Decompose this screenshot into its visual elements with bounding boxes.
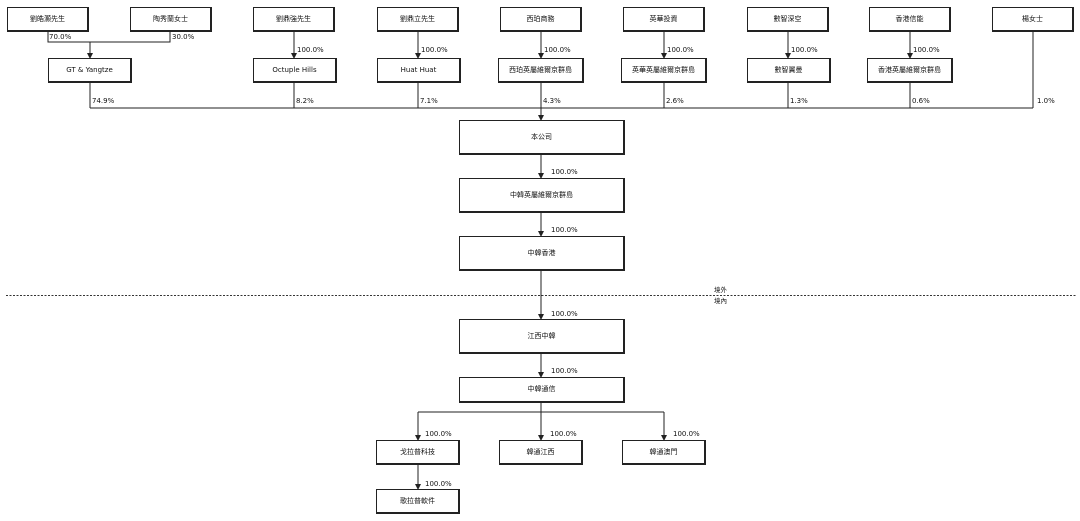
shareholder-label: 劉鼎立先生 bbox=[400, 14, 435, 23]
pct-tongxin-to-jiangxi-sub: 100.0% bbox=[550, 430, 577, 438]
pct-xibo-to-bvi: 100.0% bbox=[544, 46, 571, 54]
entity-company: 本公司 bbox=[459, 120, 625, 155]
pct-octuple-to-company: 8.2% bbox=[296, 97, 314, 105]
pct-gt-to-company: 74.9% bbox=[92, 97, 115, 105]
shareholder-hk-xinneng: 香港信能 bbox=[869, 7, 951, 32]
entity-gt-yangtze: GT & Yangtze bbox=[48, 58, 132, 83]
shareholder-label: 西珀商務 bbox=[526, 14, 555, 23]
pct-xibo-bvi-to-company: 4.3% bbox=[543, 97, 561, 105]
holding-drop-lines bbox=[89, 31, 1034, 108]
subsidiary-bus-line bbox=[418, 402, 664, 413]
shareholder-label: 英華投資 bbox=[649, 14, 678, 23]
pct-jiyi-to-company: 1.3% bbox=[790, 97, 808, 105]
pct-shuzhi-to-jiyi: 100.0% bbox=[791, 46, 818, 54]
pct-gelapu-to-software: 100.0% bbox=[425, 480, 452, 488]
shareholder-label: 楊女士 bbox=[1022, 14, 1043, 23]
shareholder-tao-xiulan: 陶秀蘭女士 bbox=[130, 7, 212, 32]
pct-liu-dingqiang-to-octuple: 100.0% bbox=[297, 46, 324, 54]
shareholder-liu-dingli: 劉鼎立先生 bbox=[377, 7, 459, 32]
shareholder-yinghua-invest: 英華投資 bbox=[623, 7, 705, 32]
shareholder-shuzhi-shenkong: 數智深空 bbox=[747, 7, 829, 32]
shareholder-liu-dingqiang: 劉鼎強先生 bbox=[253, 7, 335, 32]
pct-yinghua-to-bvi: 100.0% bbox=[667, 46, 694, 54]
zone-label-onshore: 境內 bbox=[714, 297, 727, 305]
entity-zhonghan-bvi: 中韓英屬維爾京群島 bbox=[459, 178, 625, 213]
shareholder-label: 劉皓灝先生 bbox=[30, 14, 65, 23]
entity-zhonghan-tongxin: 中韓通信 bbox=[459, 377, 625, 403]
entity-label: 本公司 bbox=[531, 132, 552, 141]
entity-label: 西珀英屬維爾京群島 bbox=[509, 65, 572, 74]
entity-jiangxi-zhonghan: 江西中韓 bbox=[459, 319, 625, 354]
shareholder-liu-haoxian: 劉皓灝先生 bbox=[7, 7, 89, 32]
entity-label: 江西中韓 bbox=[527, 331, 556, 340]
entity-hantong-macau: 韓通澳門 bbox=[622, 440, 706, 465]
pct-yinghua-bvi-to-company: 2.6% bbox=[666, 97, 684, 105]
shareholder-xibo-commerce: 西珀商務 bbox=[500, 7, 582, 32]
entity-label: Huat Huat bbox=[400, 65, 437, 74]
entity-yinghua-bvi: 英華英屬維爾京群島 bbox=[621, 58, 707, 83]
entity-zhonghan-hk: 中韓香港 bbox=[459, 236, 625, 271]
pct-huat-to-company: 7.1% bbox=[420, 97, 438, 105]
pct-tongxin-to-macau: 100.0% bbox=[673, 430, 700, 438]
pct-zhonghan-bvi-to-hk: 100.0% bbox=[551, 226, 578, 234]
entity-label: Octuple Hills bbox=[272, 65, 317, 74]
entity-shuzhi-jiyi: 數智翼曼 bbox=[747, 58, 831, 83]
entity-label: 中韓通信 bbox=[527, 385, 556, 393]
entity-gelapu-software: 歌拉普軟件 bbox=[376, 489, 460, 514]
shareholder-label: 香港信能 bbox=[895, 14, 924, 23]
pct-xinneng-to-bvi: 100.0% bbox=[913, 46, 940, 54]
entity-label: 數智翼曼 bbox=[774, 65, 803, 74]
shareholder-label: 劉鼎強先生 bbox=[276, 14, 311, 23]
entity-gelapu-tech: 戈拉普科技 bbox=[376, 440, 460, 465]
entity-label: GT & Yangtze bbox=[66, 65, 113, 74]
entity-label: 中韓香港 bbox=[527, 248, 556, 257]
pct-hk-to-jiangxi: 100.0% bbox=[551, 310, 578, 318]
shareholder-yang: 楊女士 bbox=[992, 7, 1074, 32]
entity-label: 中韓英屬維爾京群島 bbox=[510, 190, 573, 199]
entity-label: 韓通澳門 bbox=[649, 447, 678, 456]
pct-yang-to-company: 1.0% bbox=[1037, 97, 1055, 105]
pct-liu-haoxian-to-gt: 70.0% bbox=[49, 33, 72, 41]
pct-xinneng-bvi-to-company: 0.6% bbox=[912, 97, 930, 105]
shareholder-label: 陶秀蘭女士 bbox=[153, 14, 188, 23]
shareholder-label: 數智深空 bbox=[773, 14, 802, 23]
entity-huat-huat: Huat Huat bbox=[377, 58, 461, 83]
entity-label: 英華英屬維爾京群島 bbox=[632, 65, 695, 74]
entity-xibo-bvi: 西珀英屬維爾京群島 bbox=[498, 58, 584, 83]
founders-join-line bbox=[47, 31, 171, 43]
pct-company-to-zhonghan-bvi: 100.0% bbox=[551, 168, 578, 176]
entity-xinneng-bvi: 香港英屬維爾京群島 bbox=[867, 58, 953, 83]
entity-label: 戈拉普科技 bbox=[400, 447, 435, 456]
entity-label: 香港英屬維爾京群島 bbox=[878, 65, 941, 74]
pct-tongxin-to-gelapu: 100.0% bbox=[425, 430, 452, 438]
entity-octuple-hills: Octuple Hills bbox=[253, 58, 337, 83]
entity-label: 韓通江西 bbox=[526, 447, 555, 456]
zone-label-offshore: 境外 bbox=[714, 286, 727, 294]
pct-jiangxi-to-tongxin: 100.0% bbox=[551, 367, 578, 375]
entity-label: 歌拉普軟件 bbox=[400, 496, 435, 505]
pct-tao-to-gt: 30.0% bbox=[172, 33, 195, 41]
entity-hantong-jiangxi: 韓通江西 bbox=[499, 440, 583, 465]
pct-liu-dingli-to-huat: 100.0% bbox=[421, 46, 448, 54]
